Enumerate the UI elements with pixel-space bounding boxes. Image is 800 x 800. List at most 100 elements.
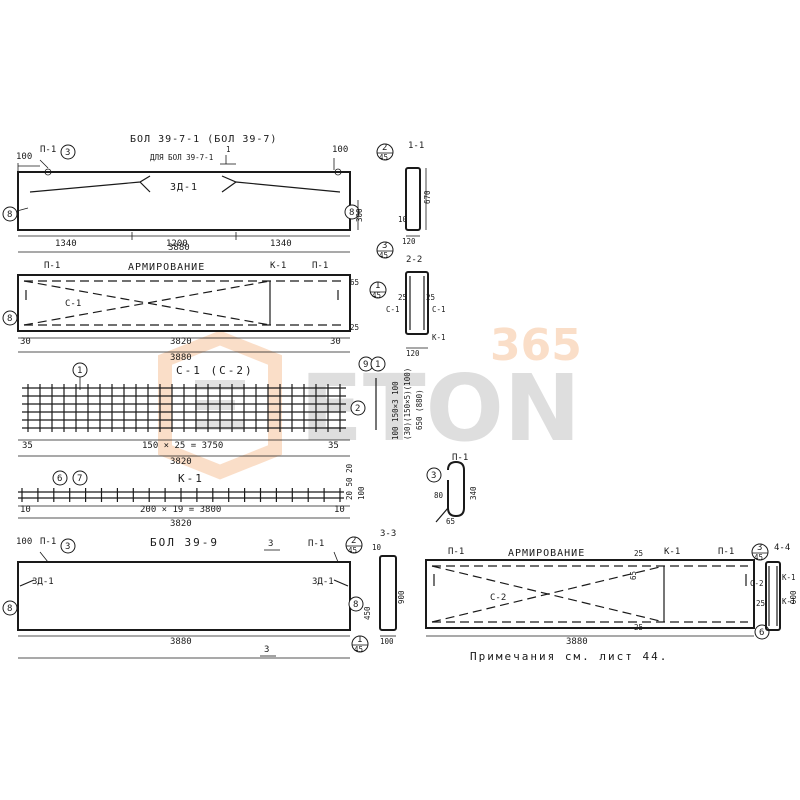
svg-text:100: 100 xyxy=(357,486,366,500)
svg-text:К-1: К-1 xyxy=(432,333,446,342)
reinforcement-outline-1 xyxy=(17,274,351,332)
svg-text:25: 25 xyxy=(350,323,359,332)
label-k1-reinf: К-1 xyxy=(270,261,286,271)
dim-3880-reinf: 3880 xyxy=(170,353,192,363)
svg-text:К-1: К-1 xyxy=(782,573,796,582)
svg-text:2: 2 xyxy=(382,143,387,153)
svg-text:1: 1 xyxy=(375,360,380,370)
svg-text:6: 6 xyxy=(759,628,764,638)
svg-text:8: 8 xyxy=(349,208,354,218)
reinforcement-view-2: АРМИРОВАНИЕ П-1 К-1 П-1 25 С-2 65 25 6 3… xyxy=(425,547,770,647)
svg-text:С-1: С-1 xyxy=(432,305,446,314)
svg-text:35: 35 xyxy=(22,441,33,451)
label-for-variant: ДЛЯ БОЛ 39-7-1 xyxy=(150,153,213,162)
mesh-grid xyxy=(22,384,346,432)
dim-1340-right: 1340 xyxy=(270,239,292,249)
svg-text:8: 8 xyxy=(7,604,12,614)
svg-text:10: 10 xyxy=(334,505,345,515)
svg-text:25: 25 xyxy=(634,549,643,558)
note-text: Примечания см. лист 44. xyxy=(470,650,668,663)
dim-100-left: 100 xyxy=(16,152,32,162)
section-mark-1: 1 xyxy=(226,145,231,154)
svg-text:2: 2 xyxy=(355,404,360,414)
svg-text:9: 9 xyxy=(363,360,368,370)
title-reinforcement-2: АРМИРОВАНИЕ xyxy=(508,548,585,559)
bottom-elevation: БОЛ 39-9 100 П-1 3 3 П-1 ЗД-1 ЗД-1 8 8 1… xyxy=(2,536,372,659)
svg-text:3: 3 xyxy=(431,471,436,481)
svg-text:900: 900 xyxy=(789,590,798,604)
svg-text:25: 25 xyxy=(756,599,765,608)
svg-text:25: 25 xyxy=(634,623,643,632)
title-reinforcement-1: АРМИРОВАНИЕ xyxy=(128,262,205,273)
watermark-number: 365 xyxy=(490,320,582,371)
svg-text:65: 65 xyxy=(446,517,455,526)
svg-text:10: 10 xyxy=(372,543,382,552)
svg-text:80: 80 xyxy=(434,491,444,500)
label-zd1-top: ЗД-1 xyxy=(170,182,198,193)
label-zd1-right: ЗД-1 xyxy=(312,577,334,587)
reinforcement-view-1: АРМИРОВАНИЕ П-1 К-1 П-1 С-1 8 1 45 65 25… xyxy=(2,261,387,363)
dim-150x25: 150 × 25 = 3750 xyxy=(142,441,223,451)
svg-text:7: 7 xyxy=(77,474,82,484)
section-4-4-profile xyxy=(765,561,781,631)
svg-text:П-1: П-1 xyxy=(452,453,468,463)
label-zd1-left: ЗД-1 xyxy=(32,577,54,587)
svg-text:65: 65 xyxy=(629,571,638,580)
svg-text:450: 450 xyxy=(363,606,372,620)
svg-text:100: 100 xyxy=(16,537,32,547)
section-label-4-4: 4-4 xyxy=(774,543,790,553)
position-circle-3 xyxy=(60,144,76,160)
dim-100-right: 100 xyxy=(332,145,348,155)
dim-3880-bottom: 3880 xyxy=(170,637,192,647)
section-2-2: 3 45 2-2 25 25 С-1 С-1 К-1 120 xyxy=(376,241,446,358)
detail-p1: П-1 3 80 340 65 xyxy=(426,453,478,526)
section-1-1: 2 45 1-1 670 10 120 xyxy=(376,141,432,246)
dim-1200: 1200 xyxy=(166,239,188,249)
svg-text:К-1: К-1 xyxy=(664,547,680,557)
svg-text:П-1: П-1 xyxy=(40,537,56,547)
section-3-3: 2 45 3-3 10 900 100 xyxy=(345,529,406,646)
svg-text:45: 45 xyxy=(754,553,763,562)
svg-text:К-1: К-1 xyxy=(782,597,796,606)
svg-text:45: 45 xyxy=(354,645,363,654)
svg-text:900: 900 xyxy=(397,590,406,604)
title-frame: К-1 xyxy=(178,472,204,485)
svg-text:340: 340 xyxy=(469,486,478,500)
svg-text:45: 45 xyxy=(348,546,357,555)
frame-k1: К-1 6 7 20 50 20 100 10 200 × 19 = 3800 … xyxy=(18,463,366,529)
svg-text:100: 100 xyxy=(380,637,394,646)
svg-text:3: 3 xyxy=(382,241,387,251)
label-c1-reinf: С-1 xyxy=(65,299,81,309)
svg-text:10: 10 xyxy=(398,215,408,224)
svg-text:45: 45 xyxy=(379,251,388,260)
title-bol-39-9: БОЛ 39-9 xyxy=(150,536,219,549)
svg-text:10: 10 xyxy=(20,505,31,515)
svg-text:П-1: П-1 xyxy=(312,261,328,271)
label-p1-top: П-1 xyxy=(40,145,56,155)
section-label-1-1: 1-1 xyxy=(408,141,424,151)
svg-text:8: 8 xyxy=(353,600,358,610)
svg-text:2: 2 xyxy=(351,536,356,546)
dim-200x19: 200 × 19 = 3800 xyxy=(140,505,221,515)
section-4-4: 3 45 4-4 С-2 К-1 К-1 25 900 xyxy=(750,543,798,631)
section-3-3-profile xyxy=(379,555,397,631)
svg-text:45: 45 xyxy=(379,153,388,162)
top-elevation: БОЛ 39-7-1 (БОЛ 39-7) ДЛЯ БОЛ 39-7-1 1 1… xyxy=(2,134,364,253)
svg-text:П-1: П-1 xyxy=(308,539,324,549)
svg-text:3820: 3820 xyxy=(170,457,192,467)
svg-text:650 (880): 650 (880) xyxy=(415,389,424,430)
position-circle-8-left xyxy=(2,206,18,222)
svg-text:1: 1 xyxy=(375,281,380,291)
svg-text:30: 30 xyxy=(330,337,341,347)
svg-text:670: 670 xyxy=(423,190,432,204)
svg-text:(30)(150×5)(100): (30)(150×5)(100) xyxy=(403,368,412,440)
dim-3880-reinf2: 3880 xyxy=(566,637,588,647)
beam-outline-top xyxy=(17,171,351,231)
svg-text:3: 3 xyxy=(65,542,70,552)
title-bol-39-7-1: БОЛ 39-7-1 (БОЛ 39-7) xyxy=(130,134,277,145)
svg-text:100 150×3 100: 100 150×3 100 xyxy=(391,381,400,440)
svg-text:6: 6 xyxy=(57,474,62,484)
svg-text:25: 25 xyxy=(426,293,435,302)
